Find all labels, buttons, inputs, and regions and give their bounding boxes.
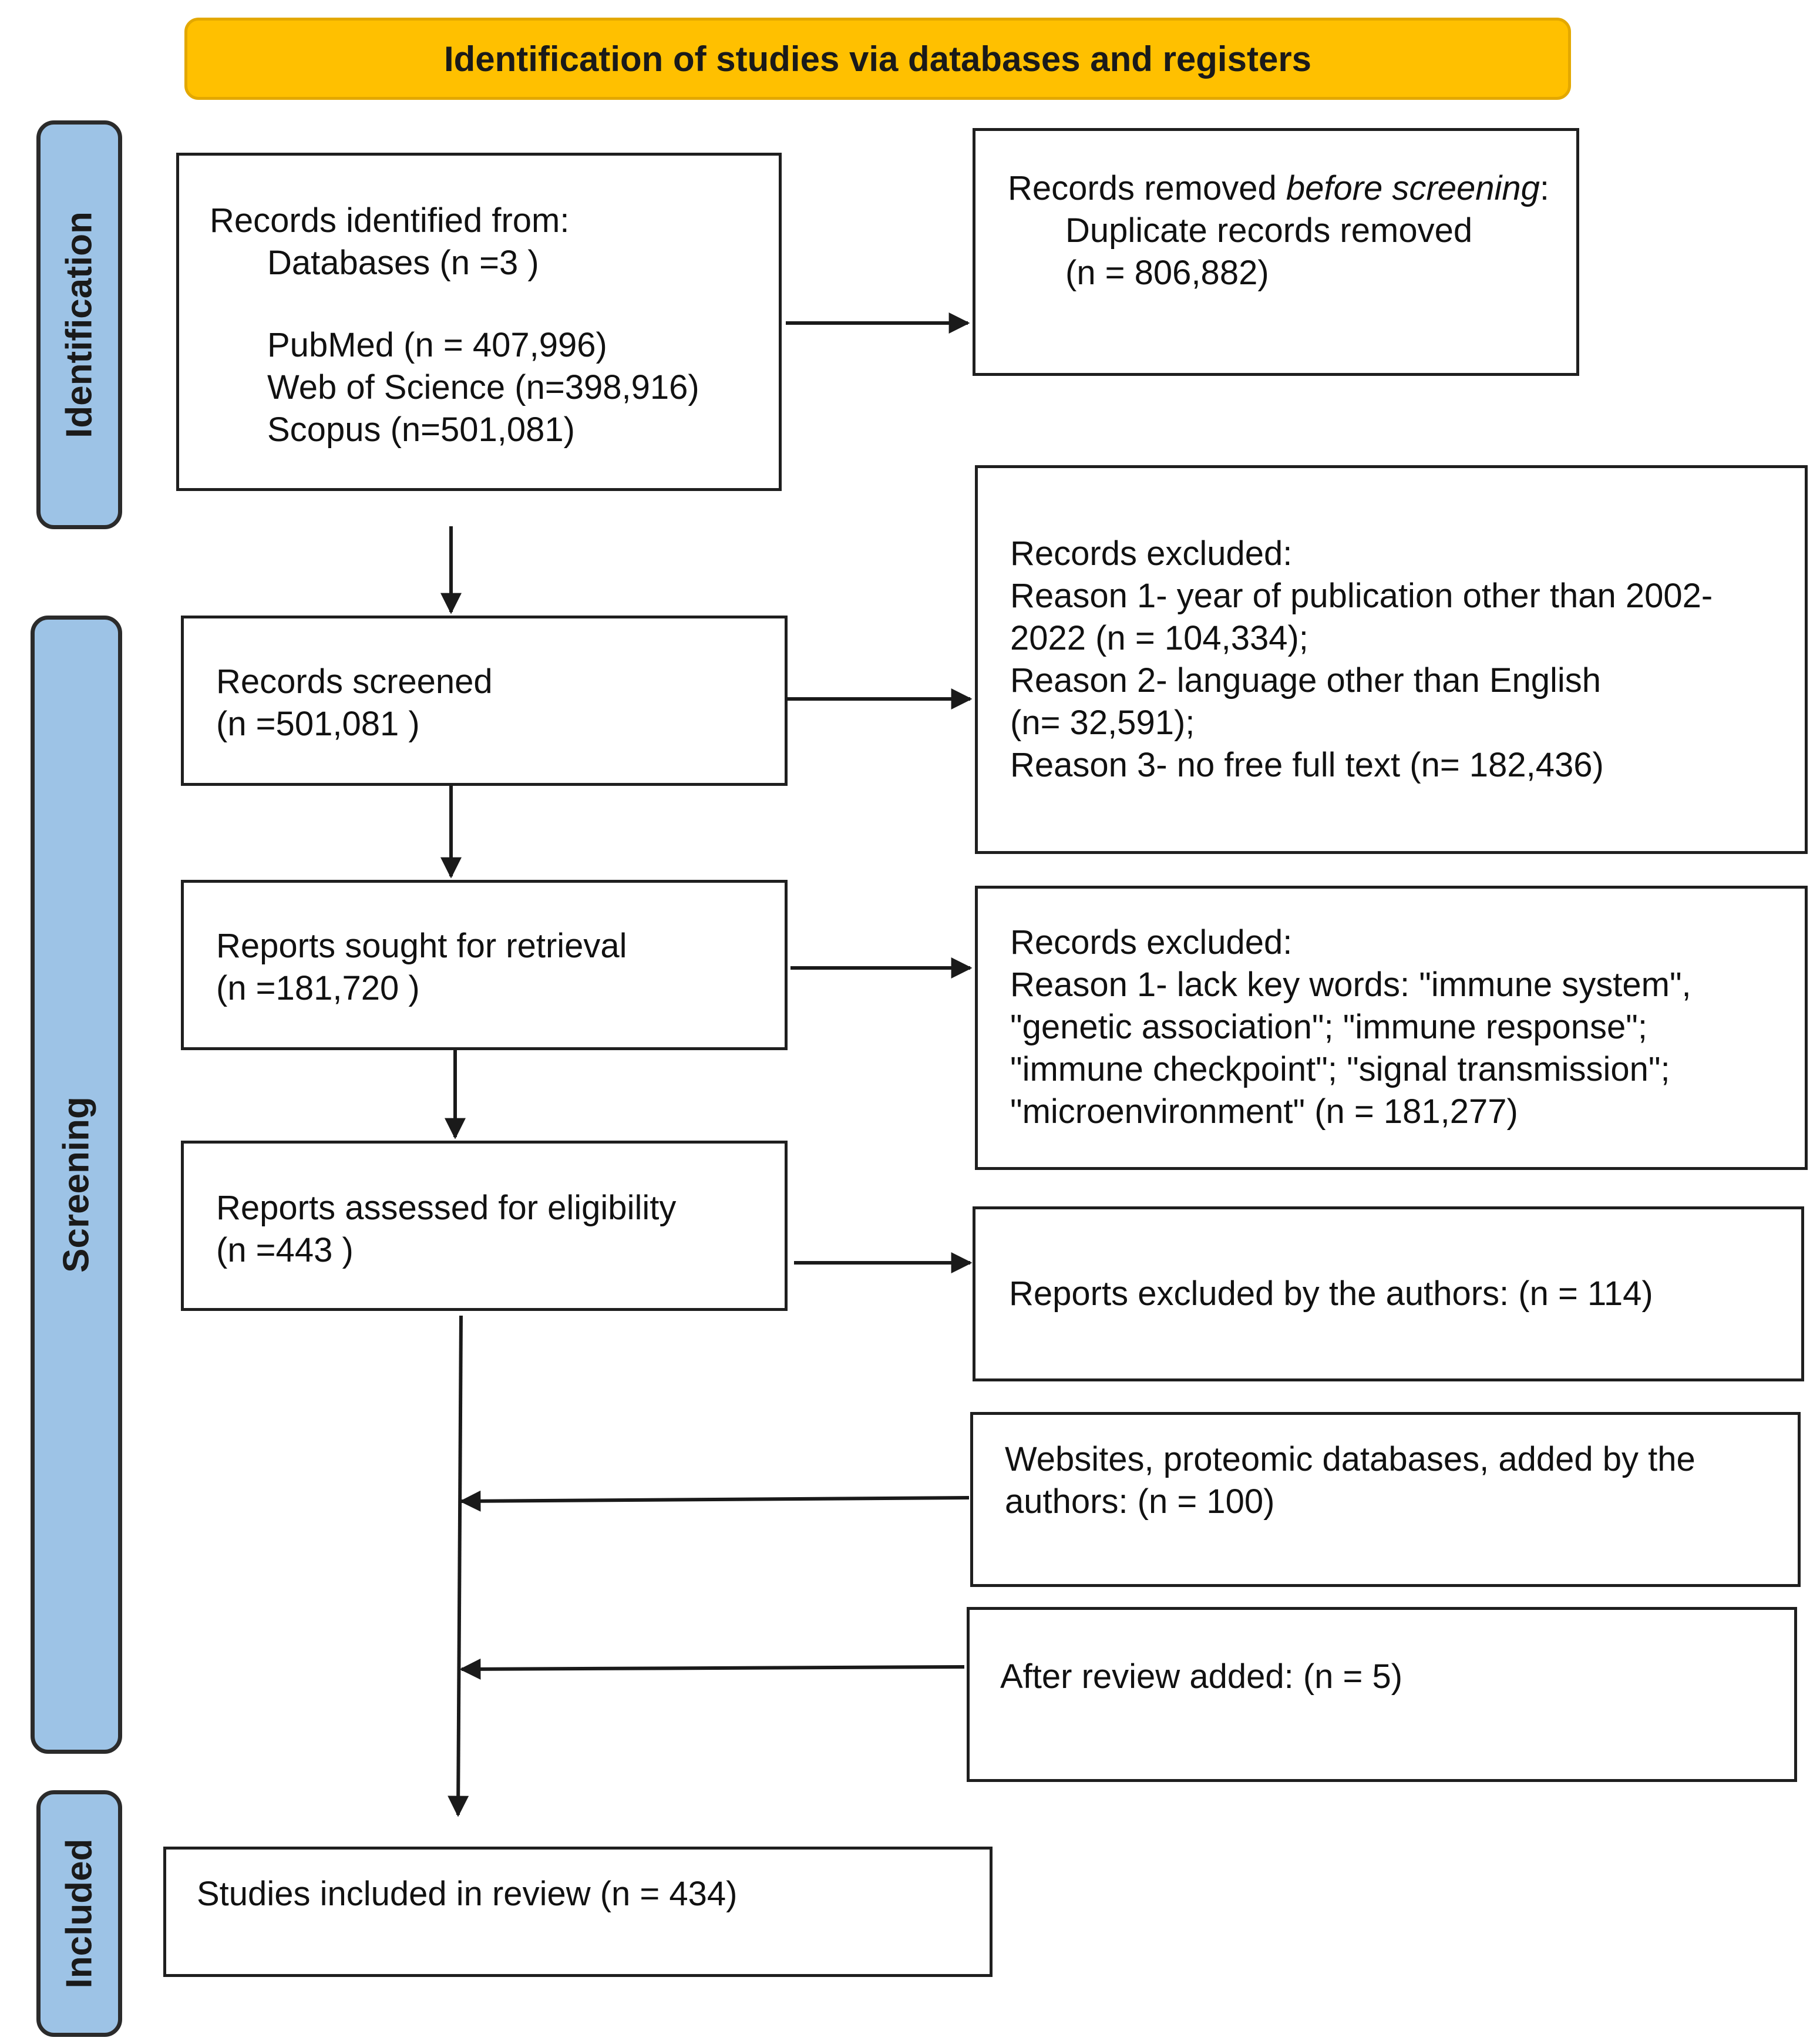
- reports-excluded-authors-box: Reports excluded by the authors: (n = 11…: [973, 1206, 1804, 1381]
- after-review-added-text: After review added: (n = 5): [1000, 1657, 1403, 1696]
- databases-count: Databases (n =3 ): [267, 244, 539, 282]
- after-review-added-box: After review added: (n = 5): [967, 1607, 1797, 1782]
- header-title: Identification of studies via databases …: [443, 39, 1312, 79]
- keyword-exclusion-line-4: "microenvironment" (n = 181,277): [1010, 1092, 1518, 1131]
- exclusion-reason-2a: Reason 2- language other than English: [1010, 661, 1602, 700]
- keyword-exclusion-line-3: "immune checkpoint"; "signal transmissio…: [1010, 1050, 1670, 1088]
- phase-identification: Identification: [36, 120, 122, 529]
- reports-excluded-authors-text: Reports excluded by the authors: (n = 11…: [1009, 1275, 1653, 1313]
- websites-added-line-2: authors: (n = 100): [1005, 1482, 1275, 1521]
- reports-sought-box: Reports sought for retrieval (n =181,720…: [181, 880, 788, 1050]
- records-excluded-heading: Records excluded:: [1010, 534, 1293, 573]
- records-screened-box: Records screened (n =501,081 ): [181, 616, 788, 786]
- reports-assessed-count: (n =443 ): [216, 1231, 354, 1269]
- phase-included: Included: [36, 1790, 122, 2037]
- pubmed-count: PubMed (n = 407,996): [267, 326, 607, 364]
- reports-sought-count: (n =181,720 ): [216, 969, 420, 1007]
- records-excluded-reasons-box: Records excluded: Reason 1- year of publ…: [975, 465, 1808, 854]
- exclusion-reason-1a: Reason 1- year of publication other than…: [1010, 577, 1713, 615]
- reports-sought-label: Reports sought for retrieval: [216, 927, 627, 965]
- header-banner: Identification of studies via databases …: [184, 18, 1571, 100]
- records-excluded-keywords-box: Records excluded: Reason 1- lack key wor…: [975, 886, 1808, 1170]
- arrow-assessed-to-included: [448, 1315, 469, 1817]
- exclusion-reason-3: Reason 3- no free full text (n= 182,436): [1010, 746, 1604, 784]
- exclusion-reason-1b: 2022 (n = 104,334);: [1010, 619, 1308, 657]
- keyword-exclusion-line-1: Reason 1- lack key words: "immune system…: [1010, 966, 1691, 1004]
- exclusion-reason-2b: (n= 32,591);: [1010, 704, 1195, 742]
- scopus-count: Scopus (n=501,081): [267, 411, 575, 449]
- web-of-science-count: Web of Science (n=398,916): [267, 368, 699, 406]
- records-removed-heading: Records removed before screening:: [1008, 169, 1550, 207]
- records-removed-box: Records removed before screening: Duplic…: [973, 128, 1579, 376]
- reports-assessed-box: Reports assessed for eligibility (n =443…: [181, 1141, 788, 1311]
- records-screened-count: (n =501,081 ): [216, 705, 420, 743]
- phase-included-label: Included: [59, 1838, 100, 1989]
- keyword-exclusion-line-2: "genetic association"; "immune response"…: [1010, 1008, 1648, 1046]
- websites-added-line-1: Websites, proteomic databases, added by …: [1005, 1440, 1695, 1478]
- records-excluded-heading-2: Records excluded:: [1010, 923, 1293, 961]
- records-identified-heading: Records identified from:: [210, 201, 570, 240]
- records-screened-label: Records screened: [216, 663, 493, 701]
- phase-screening-label: Screening: [56, 1097, 97, 1273]
- records-identified-box: Records identified from: Databases (n =3…: [176, 153, 782, 491]
- arrow-websites-to-main: [459, 1490, 970, 1512]
- arrow-review-to-main: [459, 1658, 965, 1680]
- duplicate-records-label: Duplicate records removed: [1065, 211, 1473, 250]
- studies-included-text: Studies included in review (n = 434): [197, 1875, 738, 1913]
- duplicate-records-count: (n = 806,882): [1065, 254, 1269, 292]
- websites-added-box: Websites, proteomic databases, added by …: [970, 1412, 1801, 1587]
- phase-screening: Screening: [31, 616, 122, 1754]
- studies-included-box: Studies included in review (n = 434): [163, 1847, 993, 1977]
- phase-identification-label: Identification: [59, 211, 100, 438]
- reports-assessed-label: Reports assessed for eligibility: [216, 1189, 677, 1227]
